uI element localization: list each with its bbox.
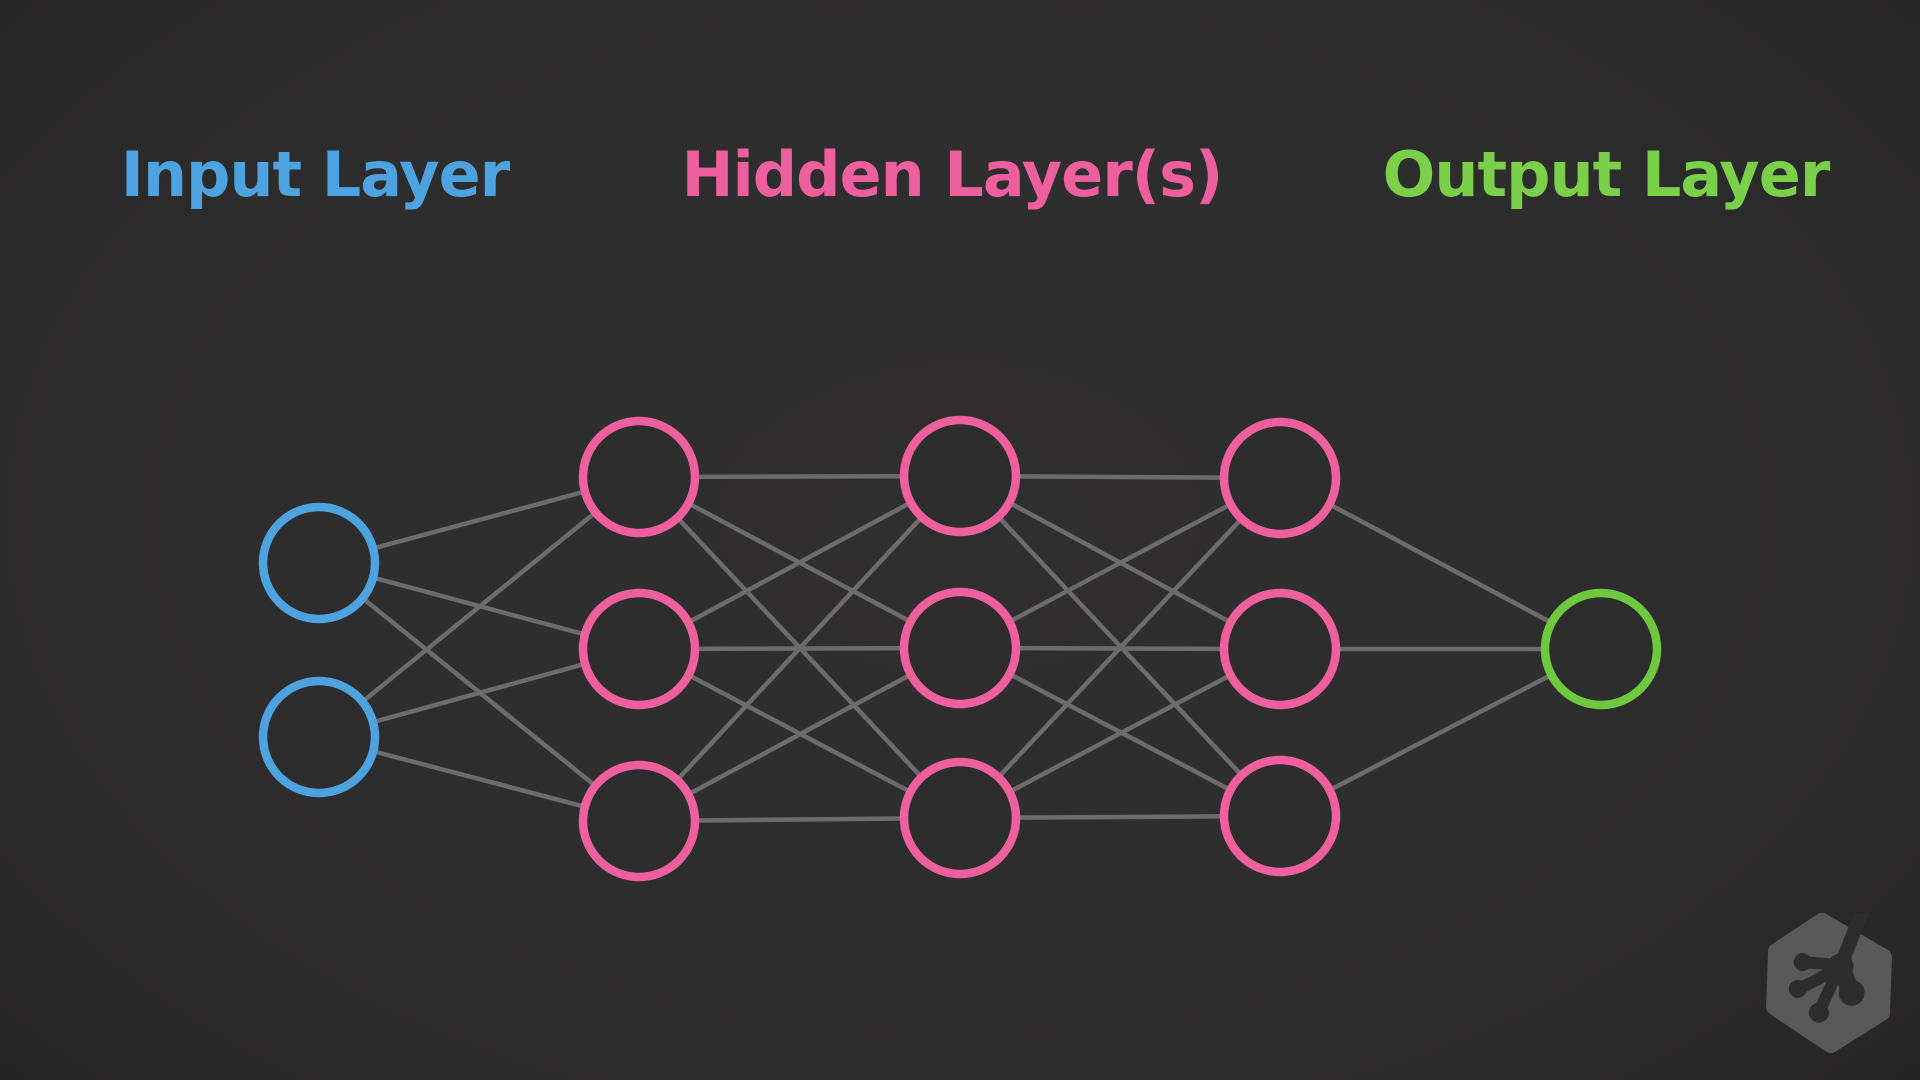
edge-line [1278,647,1603,818]
edge-line [958,647,1282,820]
edge-line [637,474,962,651]
node-hidden-1-2 [578,588,700,710]
edge-line [958,476,1282,650]
node-output-1 [1540,588,1662,710]
node-hidden-2-2 [899,587,1021,709]
node-hidden-2-3 [899,757,1021,879]
output-layer-label: Output Layer [1382,138,1831,211]
edge-line [1278,476,1603,651]
edge-line [958,476,1282,820]
edge-line [637,646,962,823]
node-hidden-1-3 [578,760,700,882]
node-hidden-1-1 [578,416,700,538]
node-hidden-3-2 [1219,588,1341,710]
node-hidden-3-3 [1219,755,1341,877]
node-input-2 [258,676,380,798]
edge-line [317,475,641,739]
node-hidden-2-1 [899,415,1021,537]
node-hidden-3-1 [1219,417,1341,539]
treehouse-logo-icon [1766,913,1892,1054]
edge-line [637,474,962,823]
frog-foot-cutout [1788,913,1870,1023]
hidden-layer-label: Hidden Layer(s) [681,138,1224,211]
input-layer-label: Input Layer [120,138,510,211]
nodes-group [258,415,1662,882]
node-input-1 [258,502,380,624]
